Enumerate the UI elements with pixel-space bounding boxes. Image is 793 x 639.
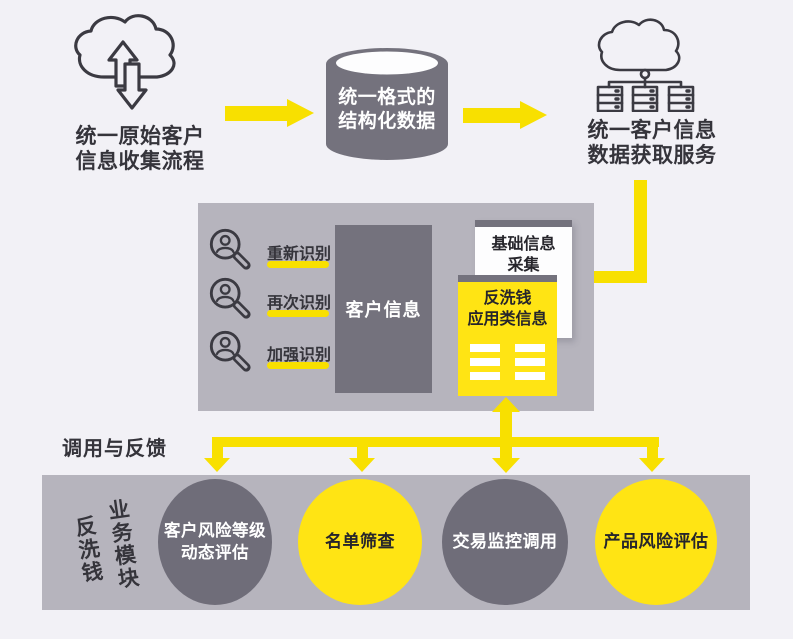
- service-label-line2: 数据获取服务: [587, 144, 717, 167]
- service-label-line1: 统一客户信息: [587, 119, 717, 142]
- list-row-icon: [515, 372, 545, 380]
- aml-card-label: 反洗钱 应用类信息: [458, 288, 557, 330]
- list-row-icon: [470, 372, 500, 380]
- branch-drop-arrow-head: [204, 458, 230, 472]
- database-label: 统一格式的 结构化数据: [330, 86, 444, 134]
- aml-info-card: 反洗钱 应用类信息: [458, 275, 557, 396]
- feedback-label: 调用与反馈: [62, 438, 167, 460]
- identify-item-underline: [267, 261, 329, 268]
- module-product-risk-assessment: 产品风险评估: [595, 479, 717, 605]
- customer-info-box: 客户信息: [335, 225, 432, 393]
- cloud-servers-icon: [593, 18, 701, 112]
- list-row-icon: [470, 358, 500, 366]
- identify-item-underline: [267, 362, 329, 369]
- branch-drop-arrow: [647, 446, 658, 459]
- flow-arrow-2-head: [520, 101, 547, 129]
- branch-drop-arrow-head: [639, 458, 665, 472]
- module-label-line1: 客户风险等级: [164, 522, 266, 540]
- identify-item-label: 再次识别: [266, 295, 331, 312]
- bidirectional-arrow-shaft: [500, 411, 512, 459]
- bidirectional-arrow-up-head: [492, 397, 520, 412]
- module-transaction-monitoring: 交易监控调用: [442, 479, 568, 605]
- magnifier-person-icon: [207, 328, 253, 374]
- basic-info-card-label: 基础信息 采集: [475, 234, 572, 276]
- aml-card-line1: 反洗钱: [483, 290, 532, 307]
- module-label-line1: 名单筛查: [325, 532, 395, 551]
- module-list-screening: 名单筛查: [298, 479, 422, 605]
- bidirectional-arrow-down-head: [492, 458, 520, 473]
- magnifier-person-icon: [207, 275, 253, 321]
- flow-arrow-2-body: [463, 108, 520, 123]
- module-label-line1: 产品风险评估: [603, 532, 709, 551]
- service-elbow-arrow-horizontal: [592, 271, 634, 283]
- module-label-line1: 交易监控调用: [452, 532, 558, 551]
- branch-drop-arrow-head: [349, 458, 375, 472]
- source-label-line1: 统一原始客户: [75, 125, 205, 148]
- customer-info-label: 客户信息: [345, 300, 422, 320]
- list-row-icon: [515, 358, 545, 366]
- database-label-line1: 统一格式的: [338, 87, 436, 108]
- magnifier-person-icon: [207, 226, 253, 272]
- source-label: 统一原始客户 信息收集流程: [50, 124, 230, 174]
- database-label-line2: 结构化数据: [338, 111, 436, 132]
- database-cylinder-icon: [318, 44, 456, 166]
- aml-card-line2: 应用类信息: [467, 311, 548, 328]
- branch-drop-arrow: [357, 446, 368, 459]
- service-elbow-arrow-vertical: [634, 180, 647, 283]
- source-label-line2: 信息收集流程: [75, 150, 205, 173]
- basic-info-line2: 采集: [507, 257, 540, 274]
- basic-info-card-topbar: [475, 220, 572, 227]
- branch-line: [212, 437, 659, 447]
- cloud-sync-icon: [66, 14, 190, 120]
- flow-arrow-1-body: [225, 106, 287, 121]
- service-label: 统一客户信息 数据获取服务: [558, 118, 746, 168]
- flow-arrow-1-head: [287, 99, 314, 127]
- list-row-icon: [515, 344, 545, 352]
- aml-card-topbar: [458, 275, 557, 282]
- branch-drop-arrow: [212, 446, 223, 459]
- identify-item-underline: [267, 310, 329, 317]
- identify-item-label: 加强识别: [266, 347, 331, 364]
- list-row-icon: [470, 344, 500, 352]
- identify-item-label: 重新识别: [266, 246, 331, 263]
- module-customer-risk-rating: 客户风险等级 动态评估: [158, 479, 272, 605]
- module-label-line2: 动态评估: [181, 544, 249, 562]
- basic-info-line1: 基础信息: [491, 236, 556, 253]
